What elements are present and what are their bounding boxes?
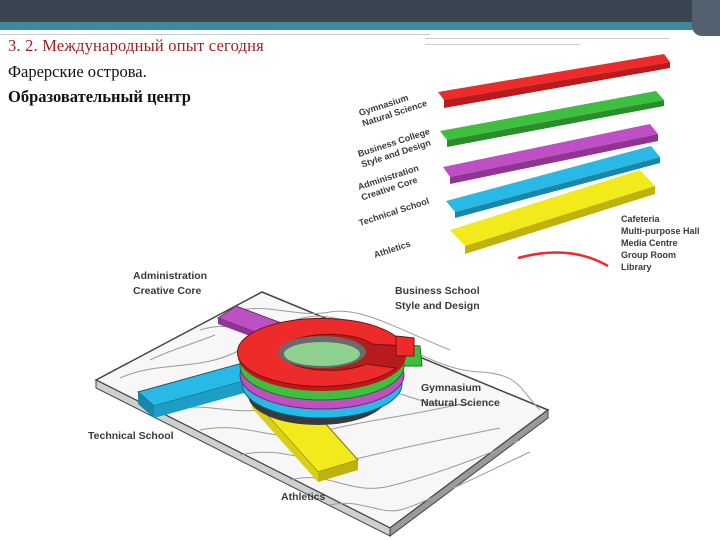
slide-top-bar xyxy=(0,0,720,22)
header-rule xyxy=(0,34,430,35)
facility-cafeteria: Cafeteria xyxy=(621,214,661,224)
layer-bar-cyan xyxy=(446,146,660,218)
facility-library: Library xyxy=(621,262,652,272)
layer-bars xyxy=(438,54,670,268)
central-building xyxy=(237,317,415,425)
facility-group-room: Group Room xyxy=(621,250,676,260)
label-technical-building: Technical School xyxy=(88,430,174,442)
slide-corner-ornament xyxy=(692,0,720,36)
layer-bar-magenta xyxy=(443,124,658,184)
label-athletics: Athletics xyxy=(373,239,412,260)
label-business-school: Business School xyxy=(395,285,480,297)
facility-multipurpose-hall: Multi-purpose Hall xyxy=(621,226,700,236)
header-rule-right-2 xyxy=(425,44,580,45)
header-rule-right xyxy=(425,38,670,39)
layer-bar-green xyxy=(440,91,664,147)
slide-subtitle-bold: Образовательный центр xyxy=(8,87,191,106)
slide-subtitle: Фарерские острова. xyxy=(8,62,147,81)
label-business-style: Style and Design xyxy=(395,300,480,312)
slide-title: 3. 2. Международный опыт сегодня xyxy=(8,36,264,55)
label-admin-core: Creative Core xyxy=(133,285,201,297)
label-gymnasium-building: Gymnasium xyxy=(421,382,481,394)
facility-list: Cafeteria Multi-purpose Hall Media Centr… xyxy=(621,214,700,272)
label-admin: Administration xyxy=(133,270,207,282)
red-arc-fragment xyxy=(517,251,609,268)
building-labels: Administration Creative Core Business Sc… xyxy=(88,270,500,503)
facility-media-centre: Media Centre xyxy=(621,238,678,248)
layer-bar-red xyxy=(438,54,670,108)
layer-labels: Gymnasium Natural Science Business Colle… xyxy=(357,92,432,260)
label-natural-science-building: Natural Science xyxy=(421,397,500,409)
label-athletics-building: Athletics xyxy=(281,491,326,503)
slide-top-accent xyxy=(0,22,720,30)
layer-bar-yellow xyxy=(450,170,655,254)
